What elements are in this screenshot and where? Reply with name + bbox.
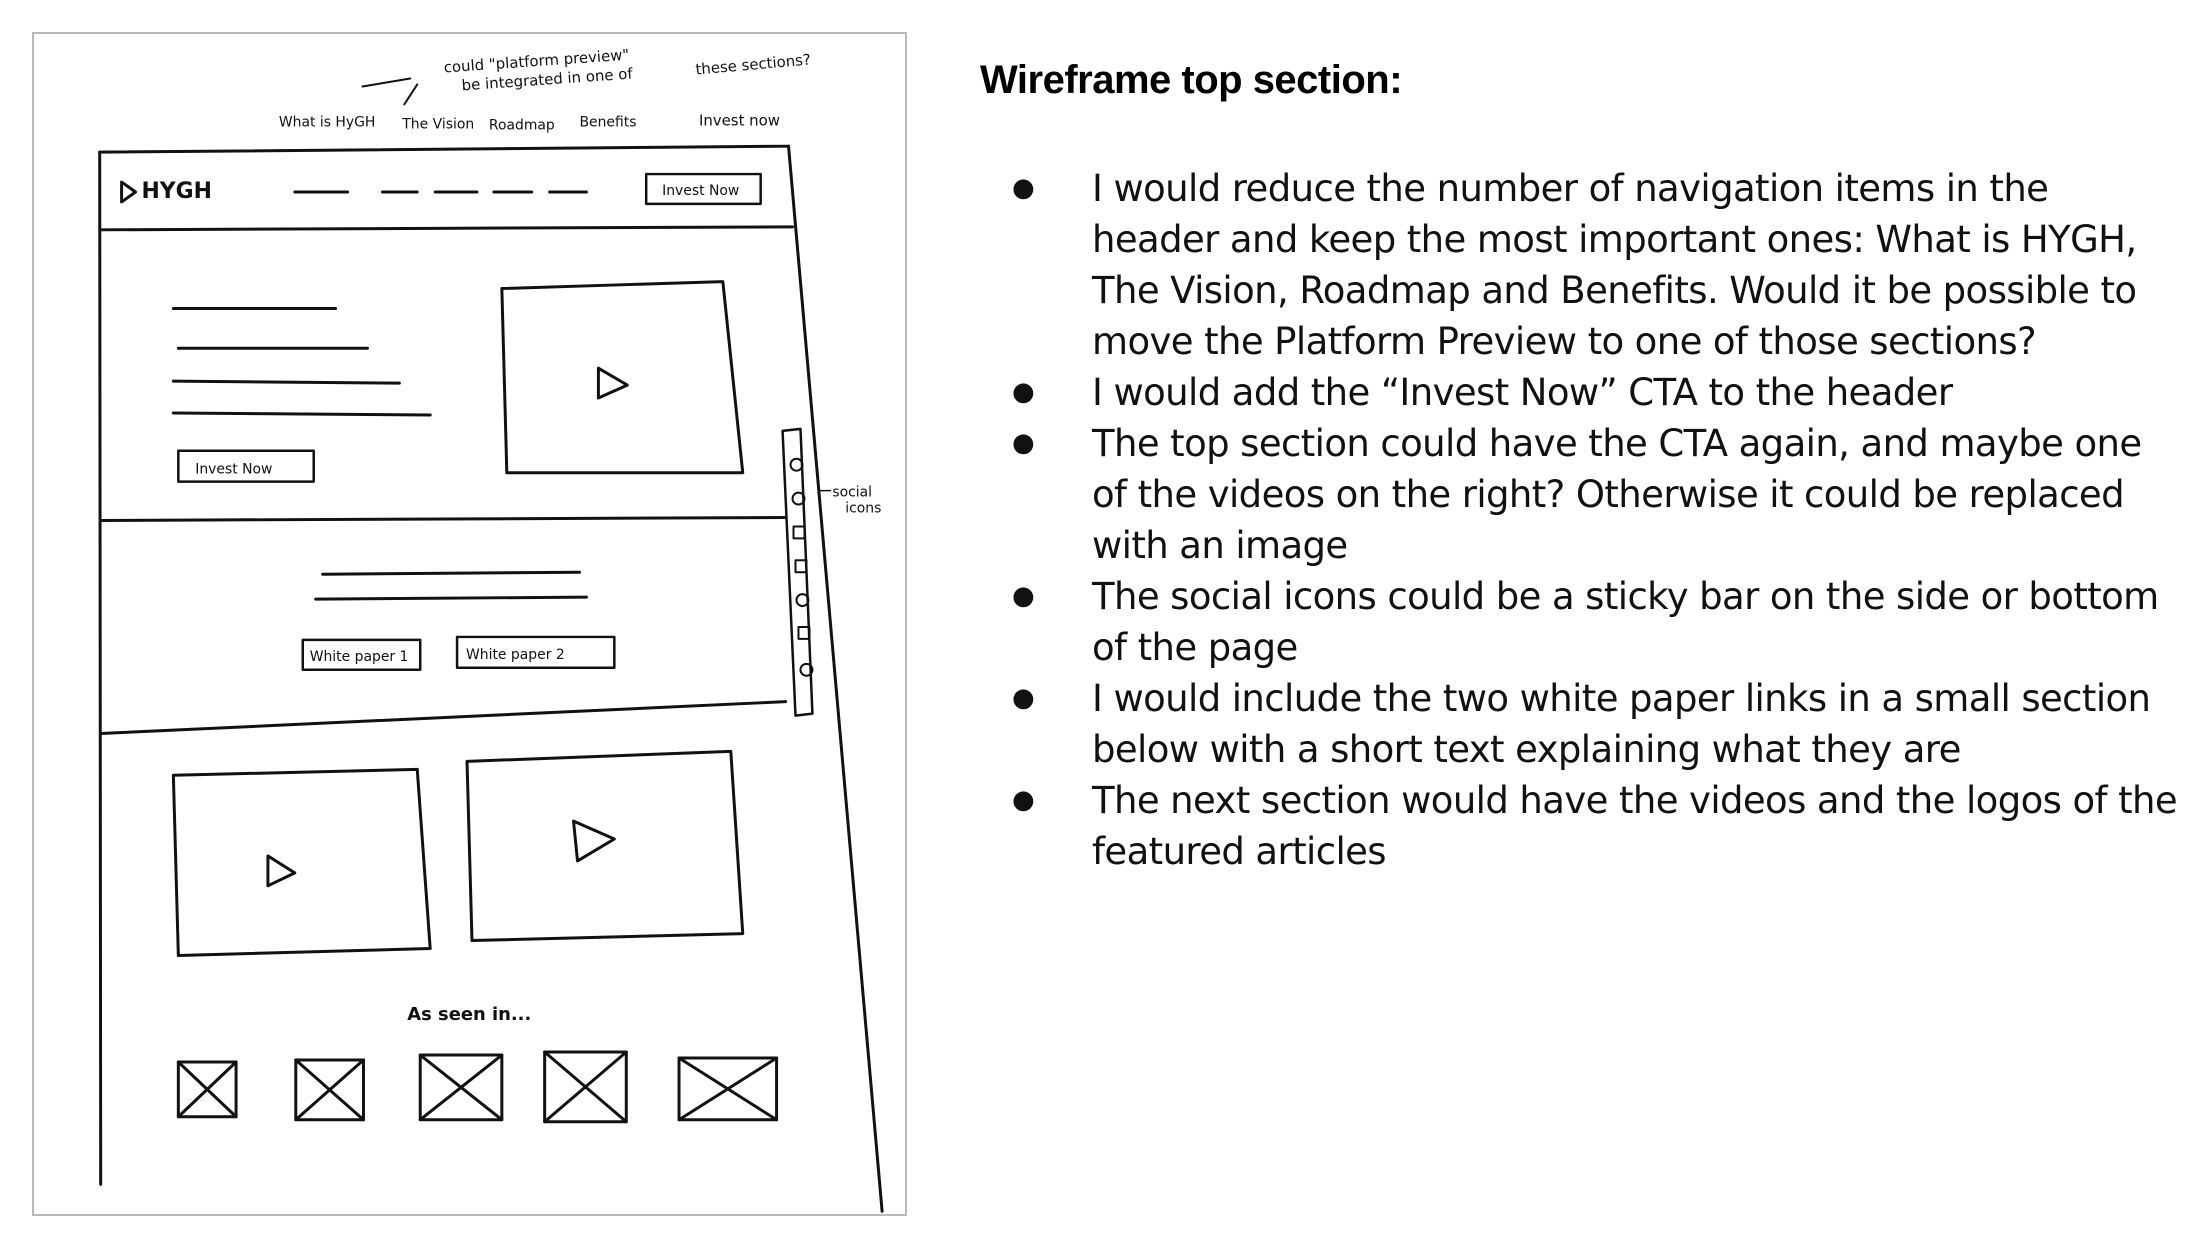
whitepaper-divider [99, 700, 788, 735]
video-frame-1 [171, 767, 432, 957]
list-item: The social icons could be a sticky bar o… [980, 571, 2180, 673]
social-annotation-line-2: icons [845, 501, 881, 517]
annotation-arrow [361, 77, 419, 106]
hero-play-icon [596, 366, 629, 400]
list-item: The top section could have the CTA again… [980, 418, 2180, 571]
nav-label-benefits: Benefits [579, 114, 636, 130]
logo-text: HYGH [142, 179, 212, 204]
header-cta-label: Invest Now [662, 183, 739, 199]
social-annotation-line-1: social [832, 485, 872, 501]
nav-label-what-is: What is HyGH [279, 114, 376, 130]
page-outline-top [98, 144, 791, 154]
wireframe-drawing: could "platform preview" be integrated i… [98, 46, 884, 1213]
social-icon-square-3 [797, 625, 811, 640]
hero-cta-button[interactable] [177, 449, 315, 483]
header-cta-button[interactable] [644, 172, 762, 206]
nav-label-invest: Invest now [699, 111, 780, 129]
white-paper-2-button[interactable] [455, 635, 616, 670]
video-frame-2 [465, 749, 745, 943]
whitepaper-line-1 [321, 570, 581, 576]
white-paper-1-label: White paper 1 [310, 649, 409, 665]
play-logo-icon [120, 180, 138, 204]
notes-panel: Wireframe top section: I would reduce th… [980, 58, 2180, 877]
hero-line-3 [171, 379, 401, 385]
social-sticky-bar [781, 427, 814, 717]
whitepaper-line-2 [314, 595, 588, 601]
white-paper-1-button[interactable] [301, 638, 422, 672]
hero-video-frame [500, 280, 745, 475]
page-outline-left [98, 150, 103, 1186]
list-item: I would reduce the number of navigation … [980, 163, 2180, 367]
featured-logo-3 [418, 1053, 504, 1122]
featured-logo-2 [294, 1058, 365, 1122]
annotation-line-3: these sections? [695, 50, 812, 78]
wireframe-sketch: could "platform preview" be integrated i… [32, 32, 907, 1216]
social-icon-circle-4 [799, 662, 814, 677]
as-seen-in-heading: As seen in... [407, 1004, 531, 1025]
featured-logo-4 [543, 1050, 628, 1124]
notes-list: I would reduce the number of navigation … [980, 163, 2180, 877]
list-item: The next section would have the videos a… [980, 775, 2180, 877]
video-2-play-icon [572, 819, 616, 863]
notes-title: Wireframe top section: [980, 58, 1403, 102]
page-outline-right [787, 144, 884, 1213]
white-paper-2-label: White paper 2 [466, 647, 565, 663]
social-icon-square-1 [792, 525, 806, 540]
video-1-play-icon [266, 854, 297, 888]
list-item: I would add the “Invest Now” CTA to the … [980, 367, 2180, 418]
hero-divider [99, 515, 788, 522]
hero-cta-label: Invest Now [195, 462, 272, 478]
featured-logo-1 [176, 1060, 238, 1119]
header-divider [99, 225, 795, 232]
social-icon-circle-1 [789, 457, 804, 472]
social-icon-circle-3 [795, 593, 810, 608]
list-item: I would include the two white paper link… [980, 673, 2180, 775]
social-icon-circle-2 [791, 491, 806, 506]
nav-label-roadmap: Roadmap [489, 117, 555, 133]
featured-logo-5 [677, 1056, 779, 1122]
social-icon-square-2 [794, 559, 808, 574]
nav-label-vision: The Vision [401, 116, 474, 132]
hero-line-4 [171, 411, 432, 417]
